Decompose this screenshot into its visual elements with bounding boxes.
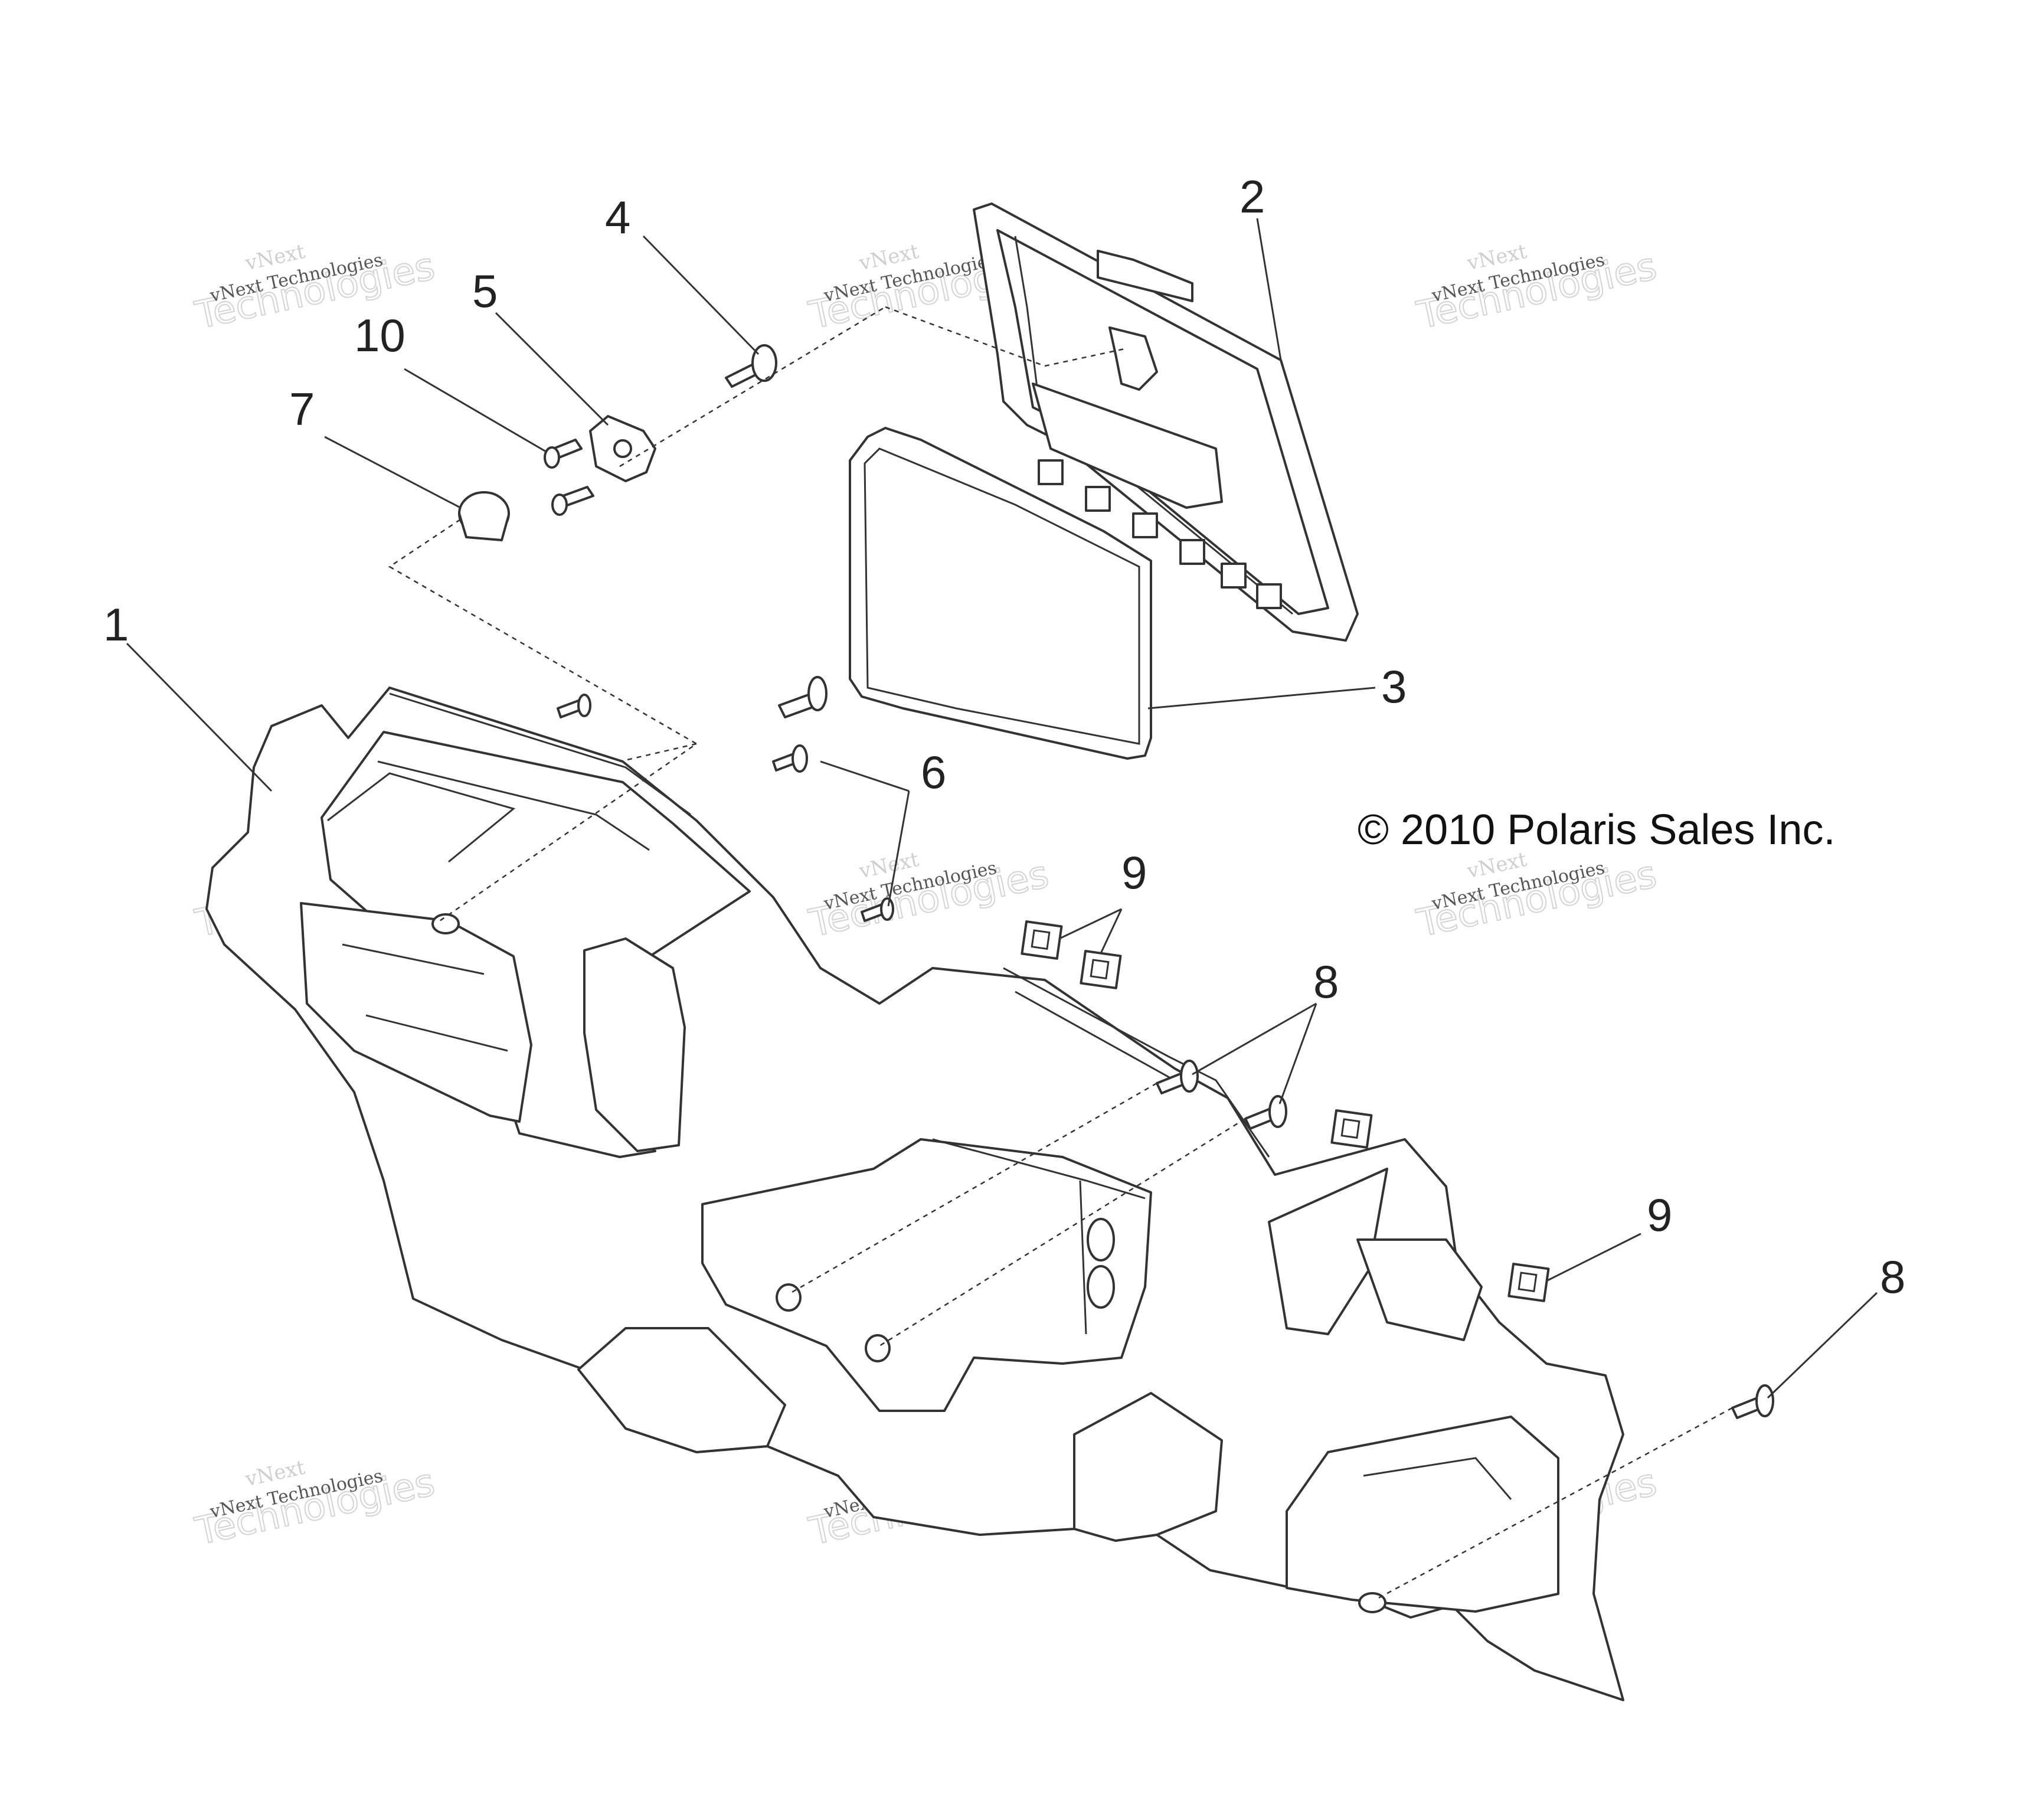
part-6-push-pin [772,744,808,773]
watermark: vNext Technologies vNext Technologies [191,1456,439,1554]
callout-1: 1 [103,599,129,651]
callout-9: 9 [1121,846,1147,898]
callout-7: 7 [289,383,315,435]
part-1-dash-panel [205,687,1624,1701]
callout-3: 3 [1381,661,1407,712]
part-9-clip [1507,1263,1550,1302]
part-9-clip [1080,950,1122,989]
part-9-clip [1330,1109,1373,1149]
part-8-push-pin [1731,1384,1774,1419]
part-8-push-pin [1156,1060,1199,1094]
part-2-glovebox-lid [973,202,1359,642]
callout-10: 10 [354,309,405,361]
callout-2: 2 [1240,171,1265,223]
part-5-plate [589,415,656,482]
watermark: vNext Technologies vNext Technologies [1412,240,1661,338]
part-3-seal [849,427,1152,760]
part-9-clip [1021,920,1063,960]
part-6-push-pin [557,694,591,718]
part-6-push-pin [861,897,894,922]
callout-8: 8 [1880,1251,1905,1303]
part-10-screw [551,486,594,516]
part-8-push-pin [1244,1095,1287,1130]
part-6-push-pin [778,676,828,718]
lid-tabs [1038,459,1282,609]
leader-lines [126,218,1878,1399]
callout-9: 9 [1647,1189,1672,1241]
alignment-lines [388,306,1733,1601]
watermark: vNext Technologies vNext Technologies [804,848,1053,946]
part-7-bumper [458,491,510,541]
callout-labels: 1 2 3 4 5 6 7 8 8 9 9 10 [103,171,1905,1303]
callout-8: 8 [1313,956,1339,1008]
callout-4: 4 [605,191,630,243]
part-10-screw [544,439,583,469]
callout-6: 6 [921,746,946,798]
part-4-bolt [725,344,777,388]
callout-5: 5 [472,265,498,317]
copyright-notice: © 2010 Polaris Sales Inc. [1358,806,1835,854]
